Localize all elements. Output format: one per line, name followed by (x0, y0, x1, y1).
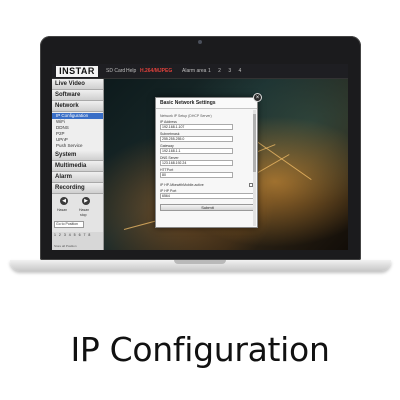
dialog-title: Basic Network Settings (156, 98, 257, 109)
dns-server-label: DNS Server (160, 156, 179, 160)
subnetmask-field[interactable]: 255.255.255.0 (160, 136, 233, 142)
store-position-status[interactable]: Store all Position (54, 244, 77, 248)
dialog-body: Network IP Setup (DHCP Server) IP Addres… (156, 109, 257, 213)
ip-address-label: IP Address (160, 120, 177, 124)
http-port-label: HTTPort (160, 168, 174, 172)
basic-network-settings-dialog: × Basic Network Settings Network IP Setu… (155, 93, 262, 228)
nav-sd-card[interactable]: SD Card (106, 68, 126, 74)
gateway-field[interactable]: 192.168.1.1 (160, 148, 233, 154)
menu-multimedia[interactable]: Multimedia (52, 161, 103, 172)
submenu-ddns[interactable]: DDNS (56, 125, 69, 130)
subnetmask-label: Subnetmask (160, 132, 180, 136)
ptz-left-icon[interactable]: ◀ (60, 197, 68, 205)
dns-server-field[interactable]: 123.168.192.24 (160, 160, 233, 166)
ip-address-field[interactable]: 192.168.1.107 (160, 124, 233, 130)
nav-alarm-area[interactable]: Alarm area (182, 68, 207, 74)
camera-web-ui: INSTAR SD Card Help H.264/MJPEG Alarm ar… (52, 64, 348, 250)
ptz-label-right: Hasan (79, 208, 90, 212)
laptop-notch (174, 260, 226, 264)
light-trail (253, 139, 312, 181)
menu-live-video[interactable]: Live Video (52, 79, 103, 90)
ptz-right-icon[interactable]: ▶ (82, 197, 90, 205)
menu-recording[interactable]: Recording (52, 183, 103, 194)
goto-position-select[interactable]: Go to Position (54, 221, 84, 228)
p2p-port-label: IP HP Port (160, 189, 177, 193)
submenu-push-service[interactable]: Push Service (56, 143, 83, 148)
top-navigation-bar: INSTAR SD Card Help H.264/MJPEG Alarm ar… (52, 64, 348, 79)
ptz-controls: ◀ ▶ Hasan Hasan stop (52, 194, 103, 220)
p2p-port-field[interactable]: 6564 (160, 193, 255, 199)
webcam-icon (198, 40, 202, 44)
submenu-upnp[interactable]: UPnP (56, 137, 68, 142)
dialog-scrollbar[interactable] (253, 110, 256, 226)
instar-logo: INSTAR (56, 66, 98, 77)
ptz-label-stop: stop (80, 213, 87, 217)
menu-system[interactable]: System (52, 150, 103, 161)
caption-title: IP Configuration (70, 330, 330, 369)
menu-alarm[interactable]: Alarm (52, 172, 103, 183)
nav-stream-format[interactable]: H.264/MJPEG (140, 68, 173, 74)
p2p-checkbox-row: IP HP-MkewithMobile-active (160, 183, 253, 187)
submit-button[interactable]: Submit (160, 204, 255, 211)
alarm-area-numbers[interactable]: 1 2 3 4 (208, 68, 245, 74)
close-icon[interactable]: × (253, 93, 262, 102)
nav-help[interactable]: Help (126, 68, 137, 74)
submenu-ip-configuration[interactable]: IP Configuration (52, 113, 103, 119)
menu-software[interactable]: Software (52, 90, 103, 101)
gateway-label: Gateway (160, 144, 174, 148)
p2p-checkbox-label: IP HP-MkewithMobile-active (160, 183, 204, 187)
dialog-scroll-thumb[interactable] (253, 114, 256, 172)
laptop-base (10, 260, 391, 271)
position-numbers[interactable]: 1 2 3 4 5 6 7 8 (54, 233, 92, 237)
ptz-label-left: Hasan (57, 208, 68, 212)
submenu-p2p[interactable]: P2P (56, 131, 65, 136)
sidebar-menu: Live Video Software Network IP Configura… (52, 79, 104, 250)
dhcp-setup-note: Network IP Setup (DHCP Server) (160, 114, 212, 118)
http-port-field[interactable]: 80 (160, 172, 233, 178)
goto-position-panel: Go to Position (52, 220, 103, 232)
network-submenu: IP Configuration WiFi DDNS P2P UPnP Push… (52, 112, 103, 150)
menu-network[interactable]: Network (52, 101, 103, 112)
p2p-checkbox[interactable] (249, 183, 253, 187)
submenu-wifi[interactable]: WiFi (56, 119, 65, 124)
